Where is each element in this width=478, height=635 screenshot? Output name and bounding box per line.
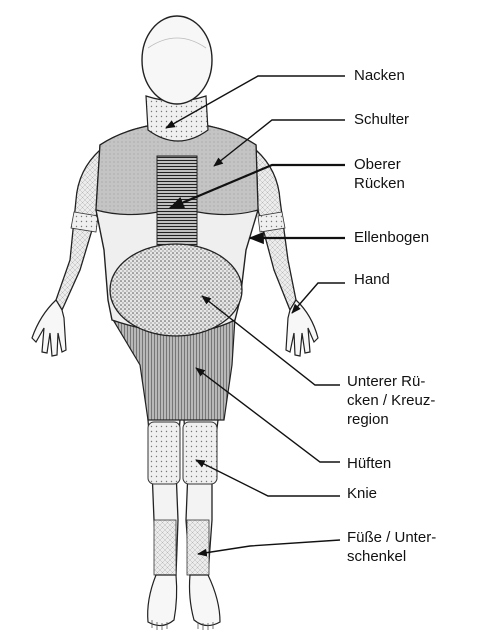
label-feet: Füße / Unter- schenkel <box>347 528 436 566</box>
label-lower-back-line-2: cken / Kreuz- <box>347 391 435 410</box>
foot-left <box>148 575 177 626</box>
hand-right <box>286 300 318 356</box>
label-lower-back-line-3: region <box>347 410 435 429</box>
hand-left <box>32 300 66 356</box>
foot-right <box>190 575 221 626</box>
label-feet-line-1: Füße / Unter- <box>347 528 436 547</box>
label-upper-back-line-2: Rücken <box>354 174 405 193</box>
label-elbow: Ellenbogen <box>354 228 429 247</box>
lower-leg-left-region <box>154 520 176 575</box>
label-neck: Nacken <box>354 66 405 85</box>
label-lower-back-line-1: Unterer Rü- <box>347 372 435 391</box>
label-upper-back-line-1: Oberer <box>354 155 405 174</box>
knee-left-region <box>148 422 180 484</box>
label-hand-line: Hand <box>354 270 390 289</box>
label-knee: Knie <box>347 484 377 503</box>
lower-leg-right-region <box>187 520 209 575</box>
label-neck-line: Nacken <box>354 66 405 85</box>
label-hips-line: Hüften <box>347 454 391 473</box>
upper-back-region <box>157 156 197 250</box>
label-feet-line-2: schenkel <box>347 547 436 566</box>
label-hand: Hand <box>354 270 390 289</box>
label-shoulder: Schulter <box>354 110 409 129</box>
label-hips: Hüften <box>347 454 391 473</box>
label-elbow-line: Ellenbogen <box>354 228 429 247</box>
label-shoulder-line: Schulter <box>354 110 409 129</box>
leader-knee <box>196 460 340 496</box>
knee-right-region <box>183 422 217 484</box>
head <box>142 16 212 104</box>
label-lower-back: Unterer Rü- cken / Kreuz- region <box>347 372 435 429</box>
label-upper-back: Oberer Rücken <box>354 155 405 193</box>
leader-feet <box>198 540 340 554</box>
label-knee-line: Knie <box>347 484 377 503</box>
lower-back-region <box>110 244 242 336</box>
